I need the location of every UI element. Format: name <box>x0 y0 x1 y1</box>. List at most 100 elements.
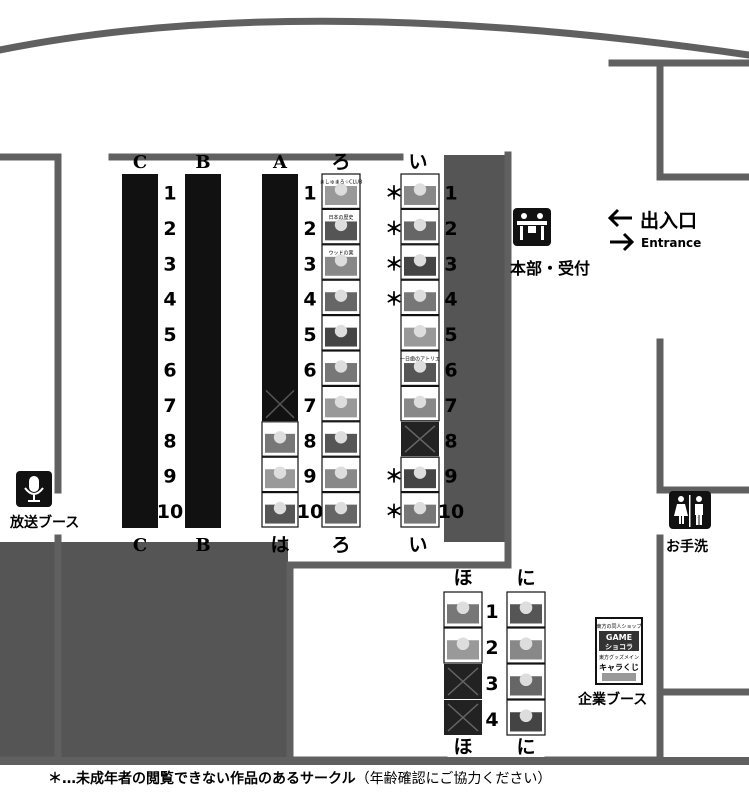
svg-text:GAME: GAME <box>606 633 632 642</box>
column-i-top: い <box>408 151 427 173</box>
number-c-b-9: 9 <box>163 466 176 488</box>
number-a-ro-10: 10 <box>297 501 323 523</box>
booth-a-7-x2 <box>265 389 295 419</box>
booth-ni-4-face <box>519 709 533 723</box>
number-i-5: 5 <box>444 324 457 346</box>
number-i-1: 1 <box>444 182 457 204</box>
number-i-4: 4 <box>444 289 457 311</box>
booth-ni-3-face <box>519 673 533 687</box>
booth-ro-6-face <box>334 360 348 373</box>
number-i-2: 2 <box>444 218 457 240</box>
column-ha-bottom: は <box>270 534 289 556</box>
booth-a-9-face <box>273 466 287 479</box>
number-c-b-3: 3 <box>163 253 176 275</box>
adult-mark-i-3: ＊ <box>385 254 403 275</box>
headquarters-icon <box>513 208 551 246</box>
number-a-ro-9: 9 <box>303 466 316 488</box>
booth-ho-1-face <box>456 601 470 615</box>
column-ho-bottom: ほ <box>453 736 472 758</box>
number-i-9: 9 <box>444 466 457 488</box>
entrance-label-jp[interactable]: 出入口 <box>640 209 697 232</box>
svg-text:東方グッズメイン: 東方グッズメイン <box>599 654 639 661</box>
svg-text:ショコラ: ショコラ <box>605 643 633 651</box>
booth-ro-7-face <box>334 395 348 409</box>
booth-ni-2-face <box>519 637 533 651</box>
legend-note: （年齢確認にご協力ください） <box>355 771 552 787</box>
booth-ro-9-face <box>334 466 348 479</box>
number-c-b-1: 1 <box>163 182 176 204</box>
adult-mark-i-10: ＊ <box>385 502 403 523</box>
adult-mark-i-9: ＊ <box>385 467 403 488</box>
booth-ro-3-face <box>334 254 348 267</box>
number-a-ro-2: 2 <box>303 218 316 240</box>
number-a-ro-5: 5 <box>303 324 316 346</box>
corporate-booth-label: 企業ブース <box>577 691 647 708</box>
walls <box>0 17 749 764</box>
number-c-b-2: 2 <box>163 218 176 240</box>
dark-area-top <box>444 155 508 542</box>
booth-a-8-face <box>273 431 287 444</box>
dark-area-left <box>0 542 288 760</box>
number-ho-ni-3: 3 <box>485 673 498 695</box>
booth-i-6-title: 一日歯のアトリエ <box>400 356 440 363</box>
number-a-ro-8: 8 <box>303 430 316 452</box>
adult-mark-i-4: ＊ <box>385 290 403 311</box>
number-a-ro-1: 1 <box>303 182 316 204</box>
booth-block-a[interactable] <box>262 174 298 421</box>
booth-ro-2-title: 日本の歴史 <box>328 214 353 221</box>
booth-ro-4-face <box>334 289 348 302</box>
booth-ro-10-face <box>334 501 348 515</box>
adult-mark-i-2: ＊ <box>385 219 403 240</box>
number-i-6: 6 <box>444 359 457 381</box>
microphone-icon <box>16 471 52 507</box>
number-ho-ni-2: 2 <box>485 637 498 659</box>
number-c-b-10: 10 <box>157 501 183 523</box>
column-b-top: B <box>195 152 210 173</box>
svg-text:東方の同人ショップ: 東方の同人ショップ <box>596 623 641 630</box>
column-c-top: C <box>133 152 147 173</box>
booth-i-1-face <box>413 183 427 196</box>
booth-ho-4-x2 <box>447 703 479 732</box>
legend-main: ＊…未成年者の閲覧できない作品のあるサークル <box>48 771 356 787</box>
number-ho-ni-1: 1 <box>485 601 498 623</box>
svg-text:キャラくじ: キャラくじ <box>599 663 639 672</box>
restroom-icon <box>669 491 711 529</box>
number-c-b-8: 8 <box>163 430 176 452</box>
booth-ro-1-face <box>334 183 348 196</box>
column-ni-bottom: に <box>516 736 535 758</box>
booth-i-10-face <box>413 501 427 515</box>
number-c-b-5: 5 <box>163 324 176 346</box>
booth-ro-2-face <box>334 218 348 232</box>
column-i-bottom: い <box>408 534 427 556</box>
booth-ro-1-title: ましゅまろ☆CLUB <box>320 180 363 186</box>
column-ro-top: ろ <box>331 151 350 173</box>
booth-block-b[interactable] <box>185 174 221 528</box>
entrance-label-en: Entrance <box>641 236 701 250</box>
column-c-bottom: C <box>133 535 147 556</box>
booth-ho-3-x2 <box>447 667 479 696</box>
number-i-8: 8 <box>444 430 457 452</box>
number-i-3: 3 <box>444 253 457 275</box>
booth-i-7-face <box>413 395 427 409</box>
broadcast-booth-label: 放送ブース <box>9 514 79 531</box>
entrance-arrows-icon <box>607 208 635 252</box>
column-a-top: A <box>272 152 288 173</box>
booth-i-8-x2 <box>404 425 436 453</box>
booth-i-6-face <box>413 360 427 373</box>
corporate-booth-poster[interactable]: 東方の同人ショップ GAME ショコラ 東方グッズメイン キャラくじ <box>595 617 643 685</box>
number-a-ro-3: 3 <box>303 253 316 275</box>
number-ho-ni-4: 4 <box>485 709 498 731</box>
booth-block-c[interactable] <box>122 174 158 528</box>
booth-ro-5-face <box>334 324 348 338</box>
booth-a-10-face <box>273 501 287 515</box>
booth-ni-1-face <box>519 601 533 615</box>
booth-i-9-face <box>413 466 427 479</box>
booth-i-5-face <box>413 324 427 338</box>
number-c-b-6: 6 <box>163 359 176 381</box>
number-a-ro-7: 7 <box>303 395 316 417</box>
number-c-b-4: 4 <box>163 289 176 311</box>
legend: ＊…未成年者の閲覧できない作品のあるサークル（年齢確認にご協力ください） <box>48 768 748 788</box>
number-a-ro-6: 6 <box>303 359 316 381</box>
booth-ho-2-face <box>456 637 470 651</box>
